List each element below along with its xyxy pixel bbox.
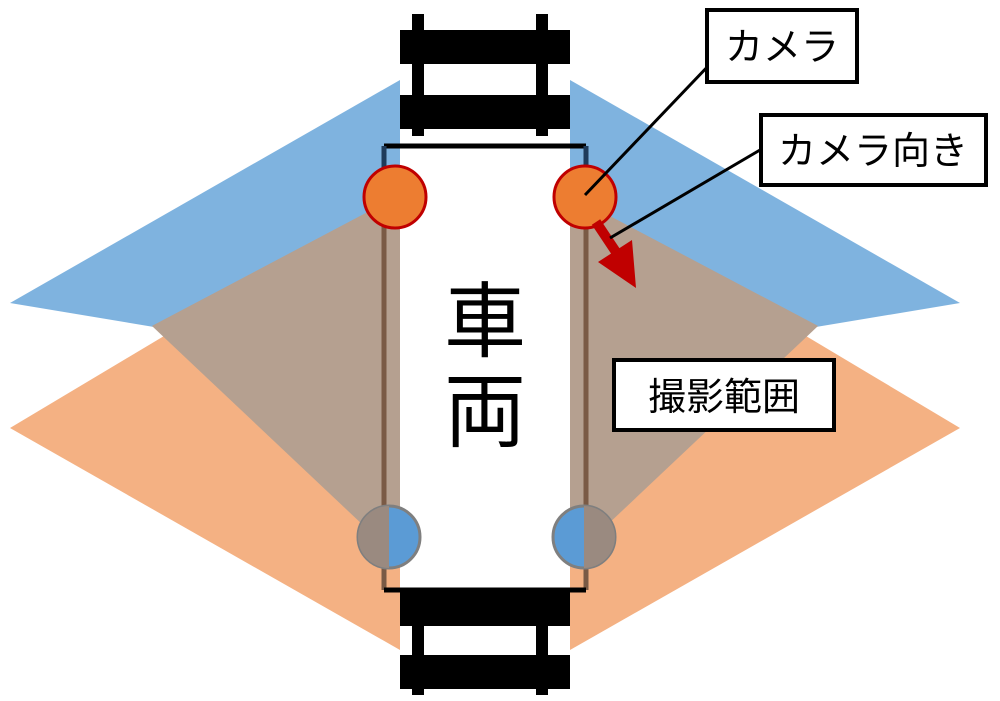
left-mid-overlap-area [152,195,400,560]
front-left-camera-icon [362,164,428,230]
track-top [400,14,570,136]
front-right-camera-icon [552,164,618,230]
vehicle-label-line2: 両 [444,365,526,460]
callout-camera-label: カメラ [725,25,839,69]
coverage-areas [10,80,960,650]
camera-direction-arrow-icon [591,219,636,288]
callout-coverage-area: 撮影範囲 [612,358,836,432]
leader-lines [583,60,761,240]
callout-coverage-area-label: 撮影範囲 [648,375,800,419]
callout-camera: カメラ [705,8,859,84]
callout-camera-direction-label: カメラ向き [778,129,968,173]
rear-right-camera-shade [584,506,615,568]
callout-camera-direction: カメラ向き [759,113,988,187]
track-bottom [400,585,570,695]
vehicle-label-line1: 車 [444,275,526,370]
cameras [356,164,618,570]
rear-left-camera-shade [358,506,389,568]
